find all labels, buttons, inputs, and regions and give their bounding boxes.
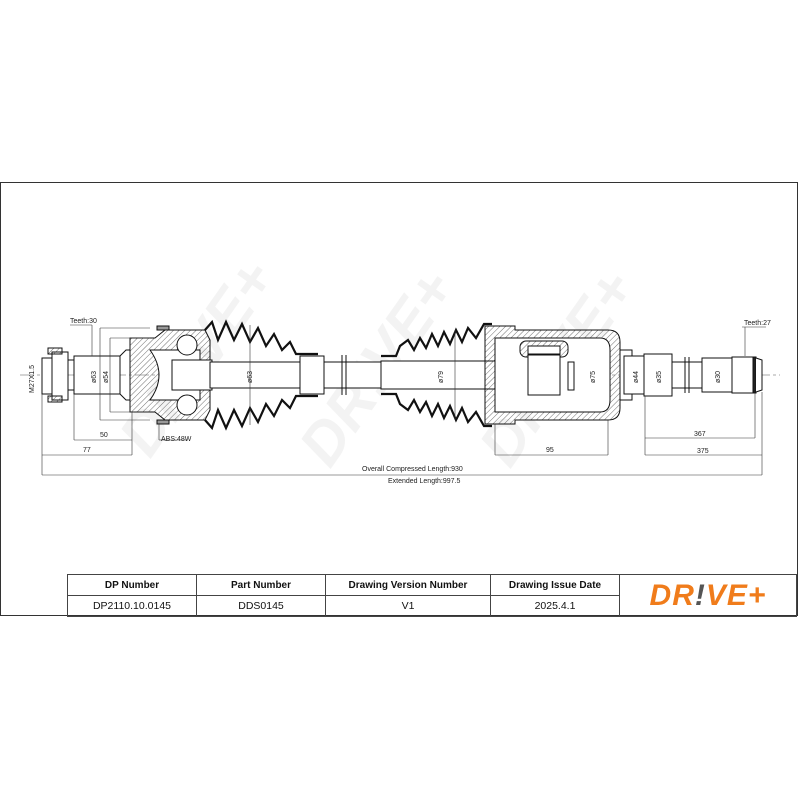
- teeth-right-label: Teeth:27: [744, 320, 771, 327]
- dim-375: 375: [697, 448, 709, 455]
- logo-bang: !: [694, 578, 706, 612]
- dim-77: 77: [83, 447, 91, 454]
- right-stub: [619, 349, 763, 401]
- left-stub: [41, 347, 131, 403]
- brand-logo: DR!VE+: [619, 574, 797, 617]
- teeth-left-label: Teeth:30: [70, 318, 97, 325]
- tripod-housing: [484, 325, 621, 425]
- outer-boot: [204, 319, 318, 431]
- dimension-lines: [41, 324, 766, 476]
- value-dp-number: DP2110.10.0145: [67, 595, 197, 617]
- dia-75: ø75: [590, 371, 597, 383]
- dia-63-left: ø63: [91, 371, 98, 383]
- outer-cv-joint: [129, 325, 213, 425]
- thread-label: M27X1.5: [29, 365, 36, 393]
- value-drawing-version: V1: [325, 595, 491, 617]
- abs-label: ABS:48W: [161, 436, 192, 443]
- overall-compressed-length: Overall Compressed Length:930: [362, 466, 463, 473]
- dia-44: ø44: [633, 371, 640, 383]
- dia-30: ø30: [715, 371, 722, 383]
- dia-54: ø54: [103, 371, 110, 383]
- inner-boot: [381, 322, 492, 428]
- dia-63-shaft: ø63: [247, 371, 254, 383]
- dia-79: ø79: [438, 371, 445, 383]
- logo-part1: DR: [649, 578, 695, 612]
- value-issue-date: 2025.4.1: [490, 595, 620, 617]
- logo-part2: VE+: [705, 578, 767, 612]
- dim-95: 95: [546, 447, 554, 454]
- extended-length: Extended Length:997.5: [388, 478, 461, 485]
- header-part-number: Part Number: [196, 574, 326, 596]
- dimension-labels: Teeth:30 Teeth:27 M27X1.5 ABS:48W ø63 ø5…: [29, 318, 771, 485]
- value-part-number: DDS0145: [196, 595, 326, 617]
- header-dp-number: DP Number: [67, 574, 197, 596]
- dim-50: 50: [100, 432, 108, 439]
- dia-35: ø35: [656, 371, 663, 383]
- dim-367: 367: [694, 431, 706, 438]
- title-block: DP Number Part Number Drawing Version Nu…: [67, 574, 797, 617]
- header-drawing-version: Drawing Version Number: [325, 574, 491, 596]
- center-shaft: [209, 355, 382, 395]
- header-issue-date: Drawing Issue Date: [490, 574, 620, 596]
